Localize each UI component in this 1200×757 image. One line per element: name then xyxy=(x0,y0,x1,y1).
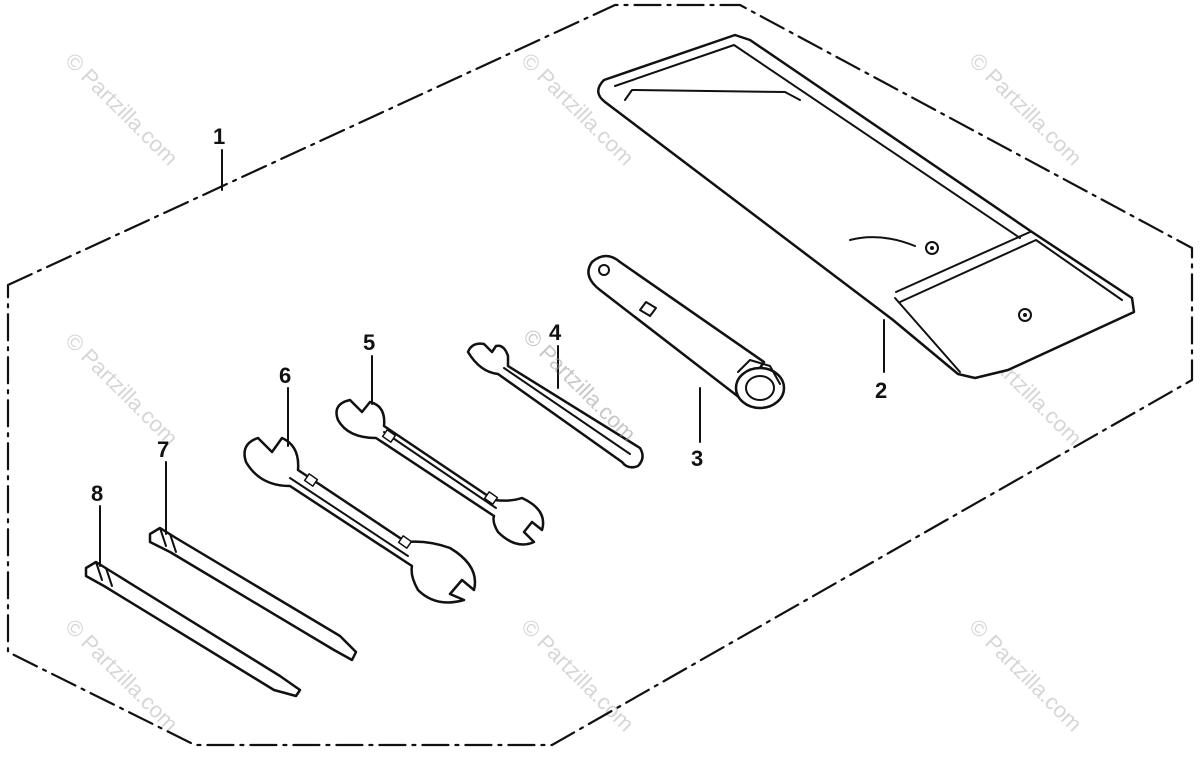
callout-labels: 1 2 3 4 5 6 7 8 xyxy=(91,124,887,506)
tool-kit-outline xyxy=(6,3,1194,747)
watermark: © Partzilla.com xyxy=(60,48,183,171)
part-3-socket-wrench xyxy=(587,254,786,410)
callout-6: 6 xyxy=(279,363,291,388)
part-4-wrench-small xyxy=(466,342,644,469)
callout-7: 7 xyxy=(157,437,169,462)
leader-lines xyxy=(99,149,885,567)
watermark: © Partzilla.com xyxy=(516,614,639,737)
callout-2: 2 xyxy=(875,378,887,403)
part-7-screwdriver-phillips xyxy=(148,526,358,662)
watermark: © Partzilla.com xyxy=(60,328,183,451)
callout-1: 1 xyxy=(213,124,225,149)
part-8-screwdriver-flat xyxy=(84,560,302,698)
part-2-tool-bag xyxy=(597,33,1136,380)
watermark: © Partzilla.com xyxy=(60,614,183,737)
callout-5: 5 xyxy=(363,330,375,355)
callout-4: 4 xyxy=(549,320,562,345)
part-5-wrench xyxy=(335,398,545,546)
callout-8: 8 xyxy=(91,481,103,506)
watermark: © Partzilla.com xyxy=(964,48,1087,171)
part-6-wrench-large xyxy=(243,436,477,604)
watermark: © Partzilla.com xyxy=(964,614,1087,737)
callout-3: 3 xyxy=(691,446,703,471)
